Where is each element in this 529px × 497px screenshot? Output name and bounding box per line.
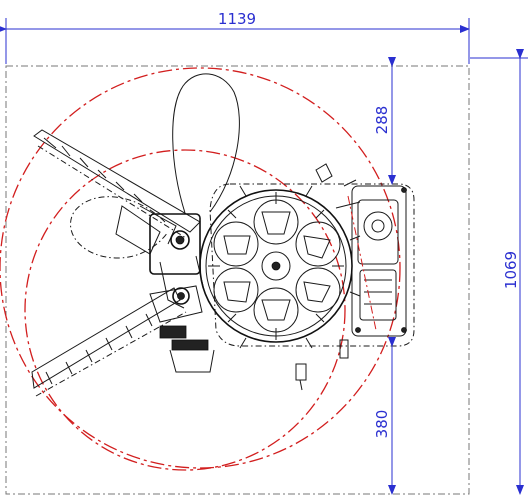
dim-height-label: 1069 <box>502 251 520 289</box>
outer-swing-circle <box>0 67 401 469</box>
lower-arm <box>31 285 203 397</box>
dim-width <box>0 18 470 64</box>
red-link-line <box>347 195 377 331</box>
dim-bottom-offset-label: 380 <box>373 410 391 439</box>
upper-lobe <box>172 73 240 214</box>
base-plate <box>209 183 415 347</box>
inner-swing-circle <box>24 149 346 471</box>
right-frame <box>351 185 407 337</box>
fittings <box>295 163 361 391</box>
upper-arm <box>33 129 201 255</box>
dimensions <box>0 18 528 495</box>
machine-assembly <box>31 73 415 397</box>
footprint-outline <box>5 65 470 495</box>
dim-width-label: 1139 <box>218 10 256 28</box>
rotary-turret <box>199 185 361 349</box>
dimension-labels: 1139 1069 288 380 <box>218 10 520 438</box>
left-lobe <box>70 196 169 259</box>
dim-height <box>470 49 528 495</box>
swing-envelopes <box>0 67 401 471</box>
dim-top-offset-label: 288 <box>373 106 391 135</box>
pivot-hub <box>149 213 215 373</box>
